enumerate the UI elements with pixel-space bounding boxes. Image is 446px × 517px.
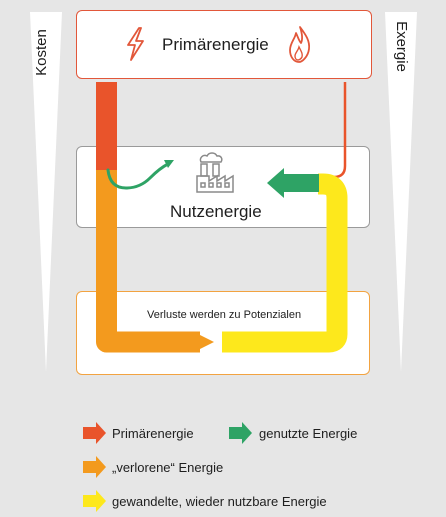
used-curve-arrowhead bbox=[164, 160, 174, 168]
primary-energy-box bbox=[76, 10, 372, 79]
legend-transformed-arrow bbox=[83, 490, 106, 512]
losses-label: Verluste werden zu Potenzialen bbox=[147, 309, 302, 321]
legend-primary-arrow bbox=[83, 422, 106, 444]
factory-icon bbox=[196, 152, 234, 193]
flame-icon bbox=[289, 26, 311, 63]
used-energy-bar bbox=[283, 174, 319, 192]
legend-transformed-label: gewandelte, wieder nutzbare Energie bbox=[112, 494, 327, 509]
primary-flow-bar bbox=[96, 82, 117, 170]
primary-energy-label: Primärenergie bbox=[162, 35, 269, 54]
legend-used-label: genutzte Energie bbox=[259, 426, 358, 441]
used-energy-curve bbox=[106, 162, 170, 190]
legend-lost-arrow bbox=[83, 456, 106, 478]
lost-energy-flow bbox=[96, 170, 200, 353]
legend-lost-label: „verlorene“ Energie bbox=[112, 460, 224, 475]
lightning-icon bbox=[127, 27, 144, 61]
lost-energy-arrowhead bbox=[198, 334, 214, 350]
legend-primary-label: Primärenergie bbox=[112, 426, 194, 441]
legend-used-arrow bbox=[229, 422, 252, 444]
useful-energy-label: Nutzenergie bbox=[170, 202, 262, 221]
transformed-energy-flow bbox=[222, 173, 348, 353]
exergy-wedge bbox=[385, 12, 417, 372]
cost-wedge bbox=[30, 12, 62, 372]
used-energy-arrowhead bbox=[267, 168, 284, 198]
